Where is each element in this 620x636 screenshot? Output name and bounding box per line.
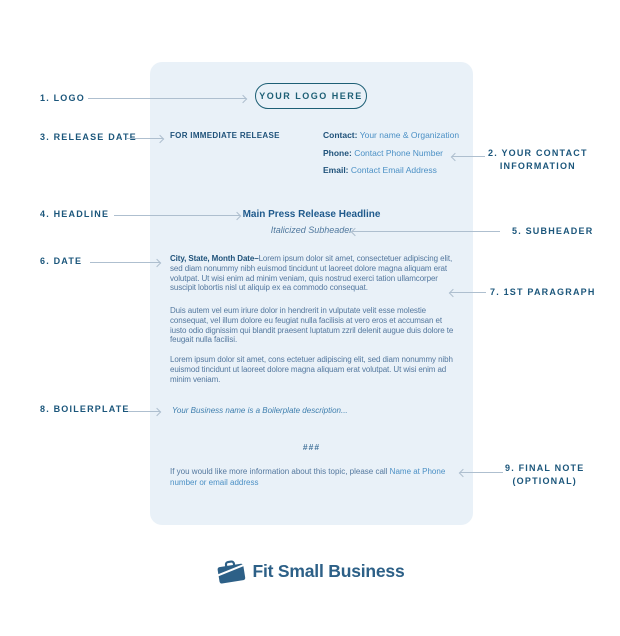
dateline: City, State, Month Date– [170, 254, 259, 263]
paragraph-2: Duis autem vel eum iriure dolor in hendr… [170, 306, 454, 345]
phone-label: Phone: [323, 147, 352, 158]
callout-contact-line2: INFORMATION [499, 161, 576, 171]
boilerplate-text: Your Business name is a Boilerplate desc… [172, 406, 348, 415]
paragraph-3: Lorem ipsum dolor sit amet, cons ectetue… [170, 355, 453, 384]
arrow-right-icon [155, 134, 165, 143]
paragraph-1: City, State, Month Date–Lorem ipsum dolo… [170, 254, 458, 293]
release-line: FOR IMMEDIATE RELEASE [170, 131, 280, 140]
briefcase-icon [217, 560, 246, 584]
callout-first-paragraph: 7. 1ST PARAGRAPH [490, 287, 596, 297]
phone-value: Contact Phone Number [354, 147, 444, 158]
callout-contact-information: 2. YOUR CONTACT INFORMATION [488, 147, 588, 173]
contact-row: Phone: Contact Phone Number [323, 145, 459, 163]
arrow-right-icon [152, 258, 162, 267]
callout-logo: 1. LOGO [40, 93, 85, 103]
arrow-headline [114, 211, 242, 220]
arrow-right-icon [152, 407, 162, 416]
arrow-logo [88, 94, 248, 103]
document-headline: Main Press Release Headline [242, 209, 381, 220]
document-mockup-panel [150, 62, 473, 525]
callout-final-note-line1: 9. FINAL NOTE [505, 463, 585, 473]
callout-boilerplate: 8. BOILERPLATE [40, 404, 130, 414]
arrow-final-note [458, 468, 503, 477]
arrow-date [90, 258, 162, 267]
callout-headline: 4. HEADLINE [40, 209, 110, 219]
contact-label: Contact: [323, 130, 358, 140]
email-label: Email: [323, 165, 349, 175]
final-note-contact-text: Name at Phone number or email address [170, 467, 446, 487]
callout-release-date: 3. RELEASE DATE [40, 132, 137, 142]
end-mark: ### [302, 442, 321, 452]
email-value: Contact Email Address [350, 165, 437, 175]
arrow-subheader [350, 227, 500, 236]
contact-block: Contact: Your name & Organization Phone:… [323, 127, 459, 180]
callout-final-note: 9. FINAL NOTE (OPTIONAL) [505, 462, 584, 488]
logo-placeholder-pill: YOUR LOGO HERE [255, 83, 367, 109]
arrow-first-paragraph [448, 288, 486, 297]
final-note: If you would like more information about… [170, 466, 462, 488]
arrow-release-date [127, 134, 165, 143]
arrow-right-icon [238, 94, 248, 103]
arrow-boilerplate [128, 407, 162, 416]
callout-final-note-line2: (OPTIONAL) [512, 476, 577, 486]
contact-row: Email: Contact Email Address [323, 162, 459, 180]
contact-value: Your name & Organization [359, 130, 460, 140]
callout-contact-line1: 2. YOUR CONTACT [488, 148, 588, 158]
brand-name: Fit Small Business [252, 561, 405, 581]
brand-logo: Fit Small Business [215, 557, 405, 586]
callout-date: 6. DATE [40, 256, 83, 266]
contact-row: Contact: Your name & Organization [323, 127, 459, 145]
arrow-contact [450, 152, 485, 161]
paragraph-1-text: Lorem ipsum dolor sit amet, consectetuer… [170, 254, 453, 293]
document-subheader: Italicized Subheader [270, 225, 353, 235]
callout-subheader: 5. SUBHEADER [512, 226, 594, 236]
final-note-text: If you would like more information about… [170, 467, 390, 476]
